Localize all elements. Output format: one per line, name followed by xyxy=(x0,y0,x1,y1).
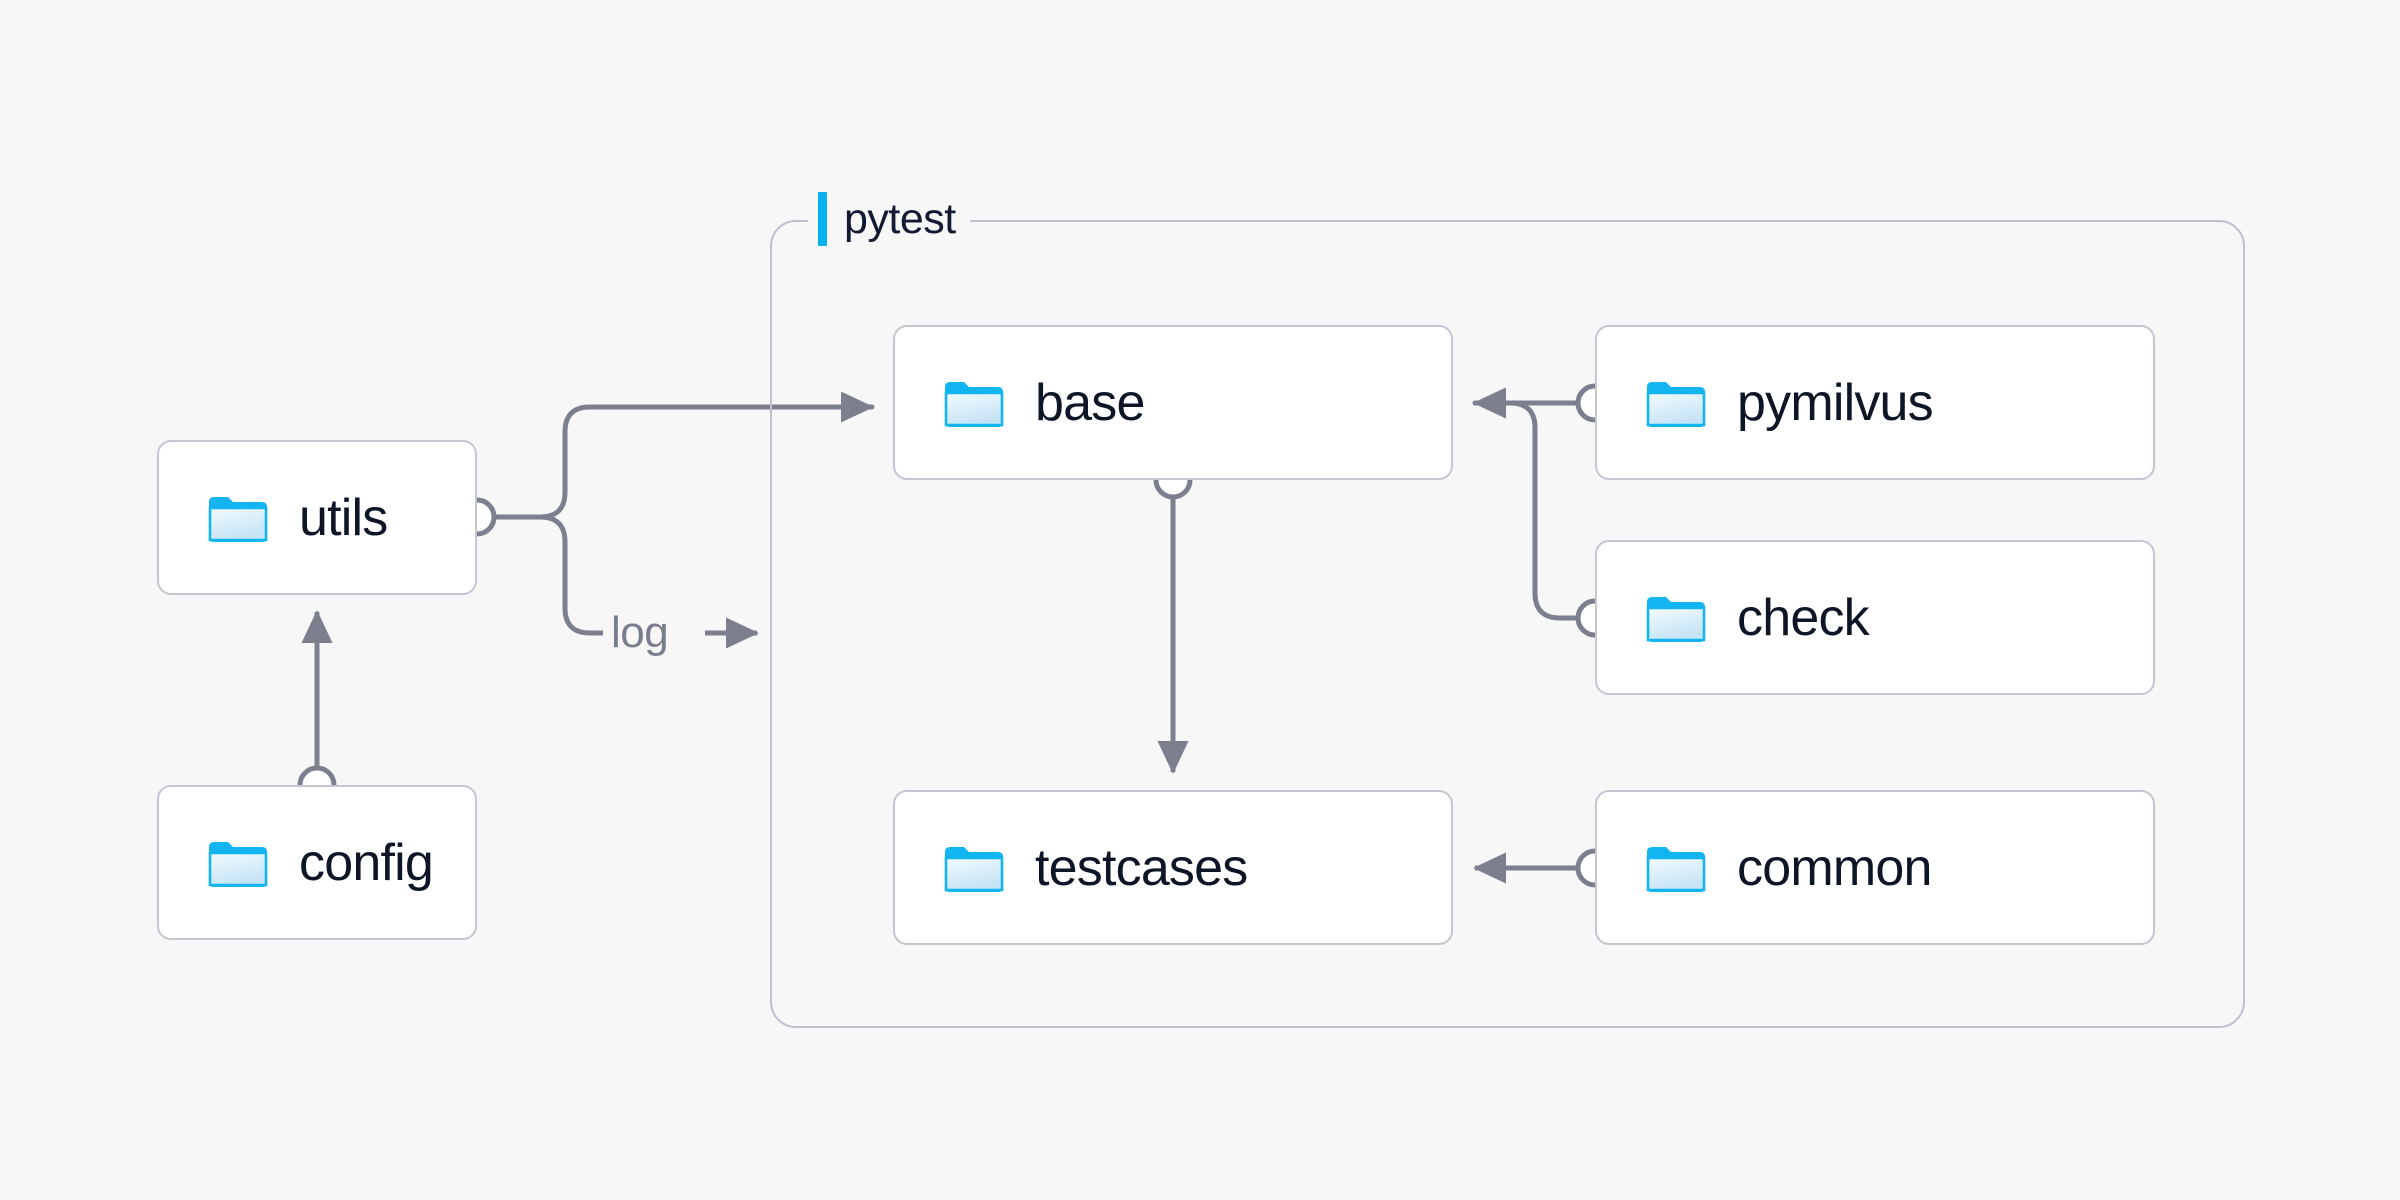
node-common[interactable]: common xyxy=(1595,790,2155,945)
node-testcases[interactable]: testcases xyxy=(893,790,1453,945)
node-label: utils xyxy=(299,488,388,547)
node-label: base xyxy=(1035,373,1145,432)
node-label: check xyxy=(1737,588,1870,647)
folder-icon xyxy=(944,846,1004,892)
edge-label-log: log xyxy=(603,609,677,657)
folder-icon xyxy=(1646,846,1706,892)
group-pytest-label: pytest xyxy=(808,186,970,252)
node-label: pymilvus xyxy=(1737,373,1934,432)
group-pytest xyxy=(770,220,2245,1028)
node-config[interactable]: config xyxy=(157,785,477,940)
node-base[interactable]: base xyxy=(893,325,1453,480)
node-label: common xyxy=(1737,838,1932,897)
folder-icon xyxy=(208,496,268,542)
accent-bar-icon xyxy=(818,192,827,246)
node-utils[interactable]: utils xyxy=(157,440,477,595)
folder-icon xyxy=(944,381,1004,427)
node-check[interactable]: check xyxy=(1595,540,2155,695)
folder-icon xyxy=(1646,381,1706,427)
edge-config-to-utils xyxy=(297,609,337,805)
node-label: config xyxy=(299,833,434,892)
folder-icon xyxy=(1646,596,1706,642)
group-title: pytest xyxy=(844,194,956,243)
node-pymilvus[interactable]: pymilvus xyxy=(1595,325,2155,480)
node-label: testcases xyxy=(1035,838,1248,897)
folder-icon xyxy=(208,841,268,887)
